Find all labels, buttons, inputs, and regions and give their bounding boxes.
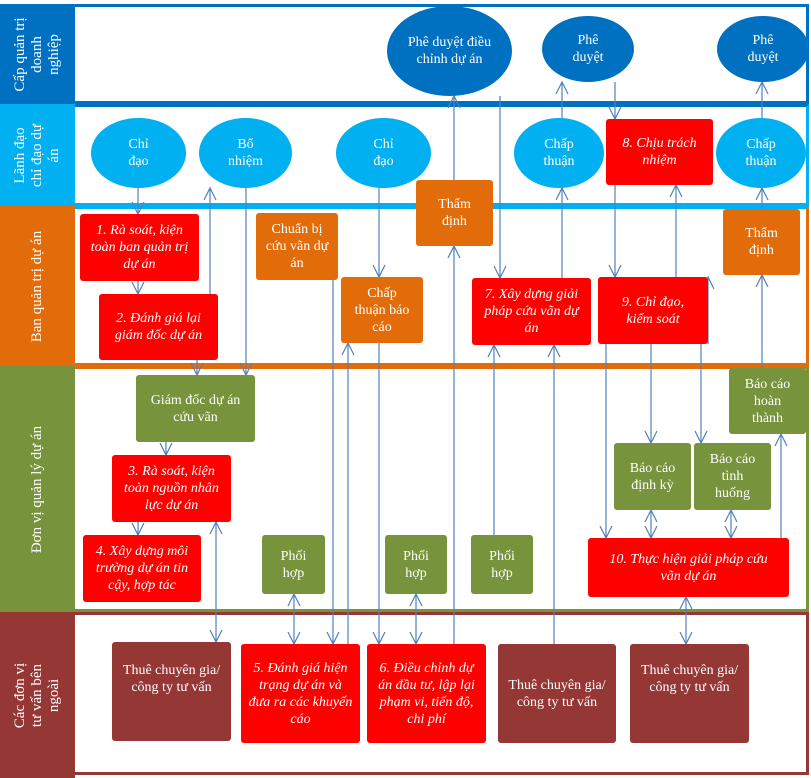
node-step4[interactable]: 4. Xây dựng môi trường dự án tin cậy, hợ… — [83, 535, 201, 602]
node-accept-1[interactable]: Chấp thuận — [514, 118, 604, 188]
node-rescue-director[interactable]: Giám đốc dự án cứu vãn — [136, 375, 255, 442]
node-accept-report[interactable]: Chấp thuận báo cáo — [341, 277, 423, 343]
node-step8[interactable]: 8. Chịu trách nhiệm — [606, 119, 713, 185]
node-accept-2[interactable]: Chấp thuận — [716, 118, 806, 188]
node-report-periodic[interactable]: Báo cáo định kỳ — [614, 443, 691, 510]
node-direct-1[interactable]: Chỉ đạo — [91, 118, 186, 188]
node-hire-3[interactable]: Thuê chuyên gia/ công ty tư vấn — [630, 644, 749, 743]
node-approve-adjust[interactable]: Phê duyệt điều chỉnh dự án — [387, 6, 512, 96]
node-step1[interactable]: 1. Rà soát, kiện toàn ban quản trị dự án — [80, 214, 199, 281]
node-hire-2[interactable]: Thuê chuyên gia/ công ty tư vấn — [498, 644, 616, 743]
node-step9[interactable]: 9. Chỉ đạo, kiểm soát — [598, 277, 708, 344]
node-step10[interactable]: 10. Thực hiện giải pháp cứu vãn dự án — [588, 538, 789, 597]
node-coord-3[interactable]: Phối hợp — [471, 535, 533, 594]
node-appraise-1[interactable]: Thẩm định — [416, 180, 493, 246]
node-step6[interactable]: 6. Điều chỉnh dự án đầu tư, lập lại phạm… — [367, 644, 486, 743]
lane-label-board: Ban quản trị dự án — [0, 206, 75, 366]
node-step5[interactable]: 5. Đánh giá hiện trạng dự án và đưa ra c… — [241, 644, 360, 743]
node-appoint[interactable]: Bổ nhiệm — [199, 118, 292, 188]
lane-label-corporate: Cấp quản trị doanh nghiệp — [0, 4, 75, 104]
lane-label-external: Các đơn vị tư vấn bên ngoài — [0, 612, 75, 778]
node-prepare-rescue[interactable]: Chuẩn bị cứu vãn dự án — [256, 213, 338, 280]
node-coord-1[interactable]: Phối hợp — [262, 535, 325, 594]
node-approve-2[interactable]: Phê duyệt — [717, 16, 809, 82]
lane-label-unit: Đơn vị quản lý dự án — [0, 366, 75, 612]
node-report-complete[interactable]: Báo cáo hoàn thành — [729, 368, 806, 434]
node-appraise-2[interactable]: Thẩm định — [723, 209, 800, 275]
node-step7[interactable]: 7. Xây dựng giải pháp cứu vãn dự án — [472, 278, 591, 345]
node-step3[interactable]: 3. Rà soát, kiện toàn nguồn nhân lực dự … — [112, 455, 231, 522]
node-approve-1[interactable]: Phê duyệt — [542, 16, 634, 82]
node-hire-1[interactable]: Thuê chuyên gia/ công ty tư vấn — [112, 642, 231, 741]
lane-label-steering: Lãnh đạo chỉ đạo dự án — [0, 104, 75, 206]
node-direct-2[interactable]: Chỉ đạo — [336, 118, 431, 188]
node-coord-2[interactable]: Phối hợp — [385, 535, 447, 594]
node-report-situation[interactable]: Báo cáo tình huống — [694, 443, 771, 510]
node-step2[interactable]: 2. Đánh giá lại giám đốc dự án — [99, 294, 218, 360]
